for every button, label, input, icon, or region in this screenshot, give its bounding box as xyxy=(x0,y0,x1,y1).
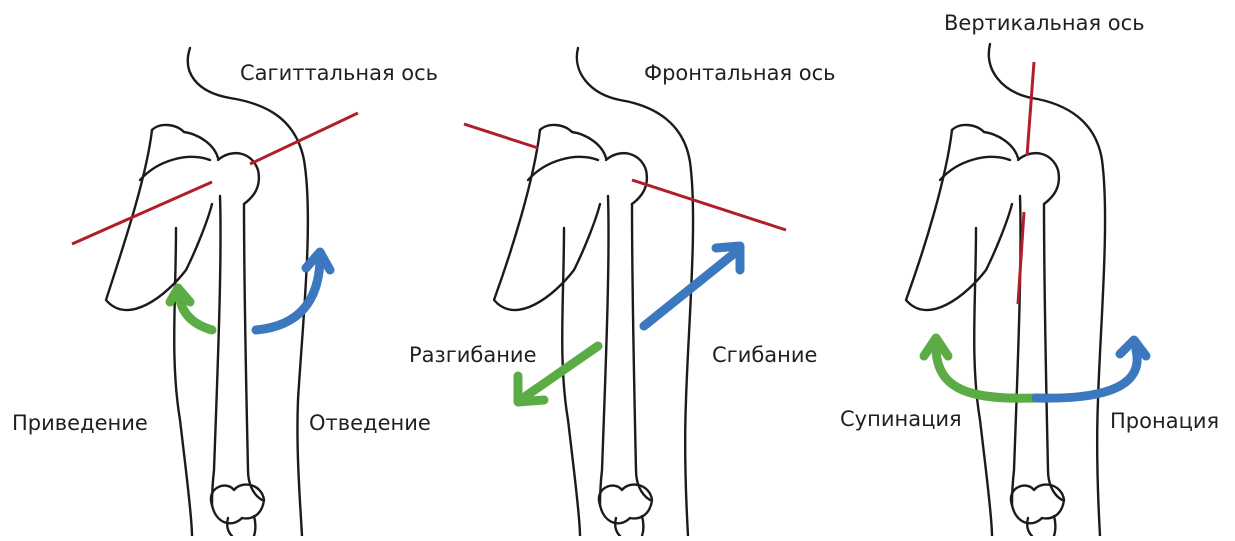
abduction-arrow xyxy=(256,252,330,330)
panel-frontal xyxy=(464,48,786,536)
flexion-label: Сгибание xyxy=(712,345,817,366)
arm-outline-frontal xyxy=(494,48,693,536)
vertical-axis-label: Вертикальная ось xyxy=(944,13,1145,34)
panel-sagittal xyxy=(72,48,358,536)
vertical-axis-line-upper xyxy=(1027,62,1034,156)
supination-label: Супинация xyxy=(840,409,962,430)
pronation-label: Пронация xyxy=(1110,411,1219,432)
sagittal-axis-line xyxy=(72,182,212,244)
panel-vertical xyxy=(906,44,1146,536)
extension-label: Разгибание xyxy=(409,345,537,366)
adduction-label: Приведение xyxy=(12,413,148,434)
pronation-arrow xyxy=(1036,340,1146,398)
adduction-arrow xyxy=(170,288,212,330)
frontal-axis-line-right xyxy=(632,180,786,230)
frontal-axis-line-left xyxy=(464,124,538,148)
arm-outline-vertical xyxy=(906,44,1105,536)
sagittal-axis-label: Сагиттальная ось xyxy=(240,63,438,84)
abduction-label: Отведение xyxy=(309,413,431,434)
frontal-axis-label: Фронтальная ось xyxy=(644,63,836,84)
arm-outline-sagittal xyxy=(106,48,308,536)
